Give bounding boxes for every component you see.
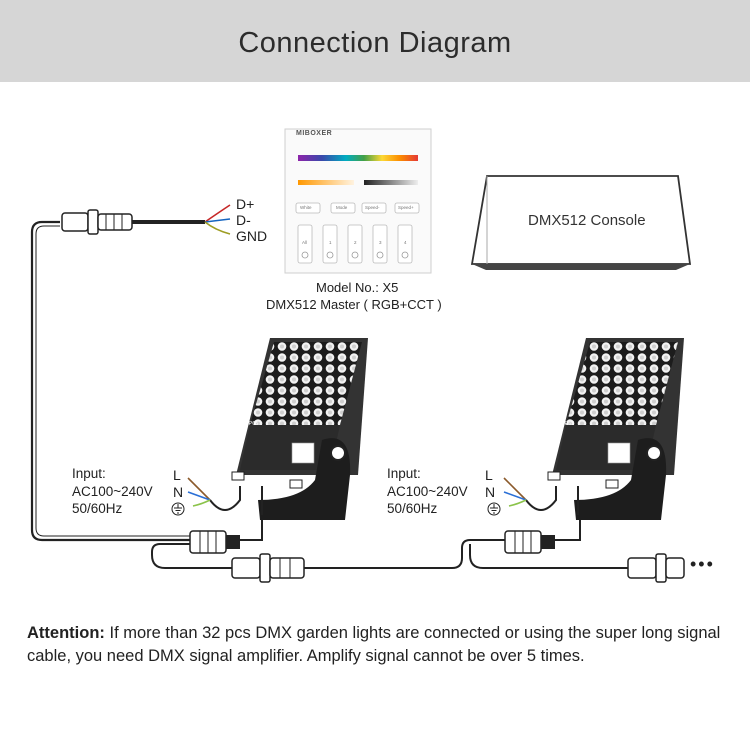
light1-input-label: Input: xyxy=(72,466,106,481)
panel-model-label: Model No.: X5 xyxy=(316,280,399,295)
flood-light-1 xyxy=(187,338,368,520)
attention-note: Attention: If more than 32 pcs DMX garde… xyxy=(27,622,727,668)
light2-frequency-label: 50/60Hz xyxy=(387,501,438,516)
panel-button-white: White xyxy=(300,205,312,210)
light2-input-label: Input: xyxy=(387,466,421,481)
wire-label-gnd: GND xyxy=(236,228,268,244)
panel-zone-1: 1 xyxy=(329,240,332,245)
panel-brand-logo: MIBOXER xyxy=(296,130,333,137)
panel-zone-3: 3 xyxy=(379,240,382,245)
dmx-connector-icon xyxy=(61,209,205,235)
panel-zone-all: All xyxy=(302,240,308,245)
ground-icon-1 xyxy=(171,502,185,516)
panel-zone-2: 2 xyxy=(354,240,357,245)
ip-rating-2: IP65 xyxy=(563,421,574,427)
continuation-dots: ••• xyxy=(690,554,715,574)
light2-live-label: L xyxy=(485,467,493,483)
light1-frequency-label: 50/60Hz xyxy=(72,501,123,516)
attention-prefix: Attention: xyxy=(27,624,105,642)
dmx512-console xyxy=(470,175,692,270)
waterproof-connector-icon-2 xyxy=(627,553,685,583)
console-label: DMX512 Console xyxy=(528,212,646,229)
signal-cable xyxy=(30,220,190,542)
panel-description-label: DMX512 Master ( RGB+CCT ) xyxy=(266,297,442,312)
flood-light-2 xyxy=(503,338,684,520)
light1-live-label: L xyxy=(173,467,181,483)
inline-connector-icon xyxy=(189,530,240,554)
header-bar xyxy=(0,0,750,82)
light1-neutral-label: N xyxy=(173,484,184,500)
wire-label-d-minus: D- xyxy=(236,212,251,228)
wire-label-d-plus: D+ xyxy=(236,196,255,212)
panel-button-speed-plus: Speed+ xyxy=(398,205,414,210)
page-title: Connection Diagram xyxy=(238,27,512,59)
ip-rating-1: IP65 xyxy=(247,421,258,427)
light2-voltage-label: AC100~240V xyxy=(387,484,468,499)
panel-zone-4: 4 xyxy=(404,240,407,245)
inline-connector-icon-2 xyxy=(504,530,555,554)
light2-neutral-label: N xyxy=(485,484,496,500)
connection-diagram: IP65 IP65 xyxy=(30,128,692,583)
x5-panel xyxy=(284,128,432,274)
attention-text: If more than 32 pcs DMX garden lights ar… xyxy=(27,624,721,665)
panel-button-mode: Mode xyxy=(336,205,348,210)
ground-icon-2 xyxy=(487,502,501,516)
light1-voltage-label: AC100~240V xyxy=(72,484,153,499)
panel-button-speed-minus: Speed- xyxy=(365,205,380,210)
waterproof-connector-icon xyxy=(231,553,305,583)
